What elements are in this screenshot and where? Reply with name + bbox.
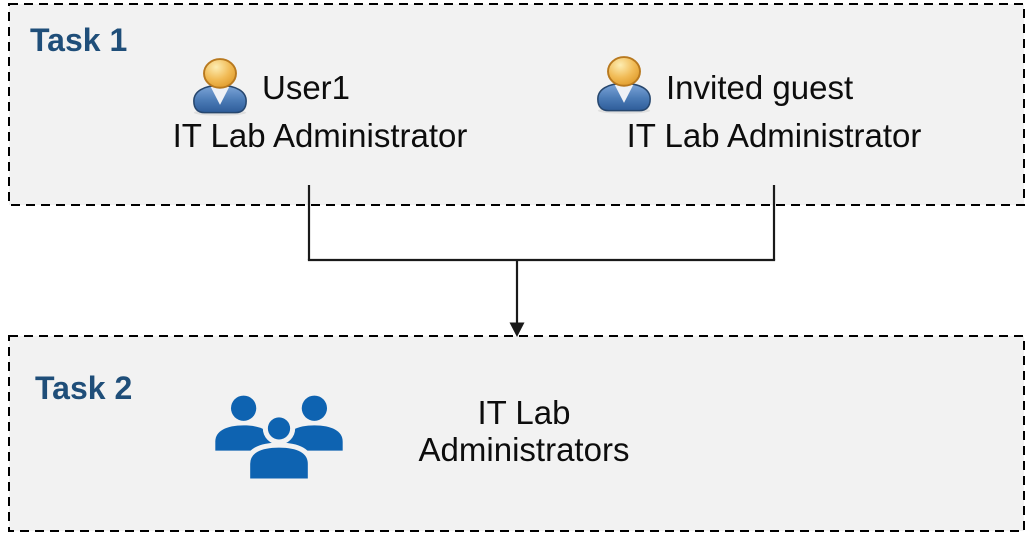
group-name-line2: Administrators [418, 431, 630, 468]
arrowhead-icon [509, 322, 525, 337]
task2-label: Task 2 [35, 370, 133, 406]
merge-connector [307, 185, 776, 337]
guest-role: IT Lab Administrator [626, 117, 922, 154]
user1-person-icon [189, 55, 251, 118]
group-name-line1: IT Lab [477, 394, 571, 431]
user1-role: IT Lab Administrator [172, 117, 468, 154]
task2-box [8, 335, 1025, 532]
user1-name: User1 [262, 69, 351, 106]
guest-person-icon [593, 53, 655, 116]
task1-box [8, 3, 1025, 206]
people-group-icon [213, 388, 345, 481]
group-name: IT Lab Administrators [404, 394, 644, 468]
task1-label: Task 1 [30, 22, 128, 58]
guest-name: Invited guest [666, 69, 854, 106]
